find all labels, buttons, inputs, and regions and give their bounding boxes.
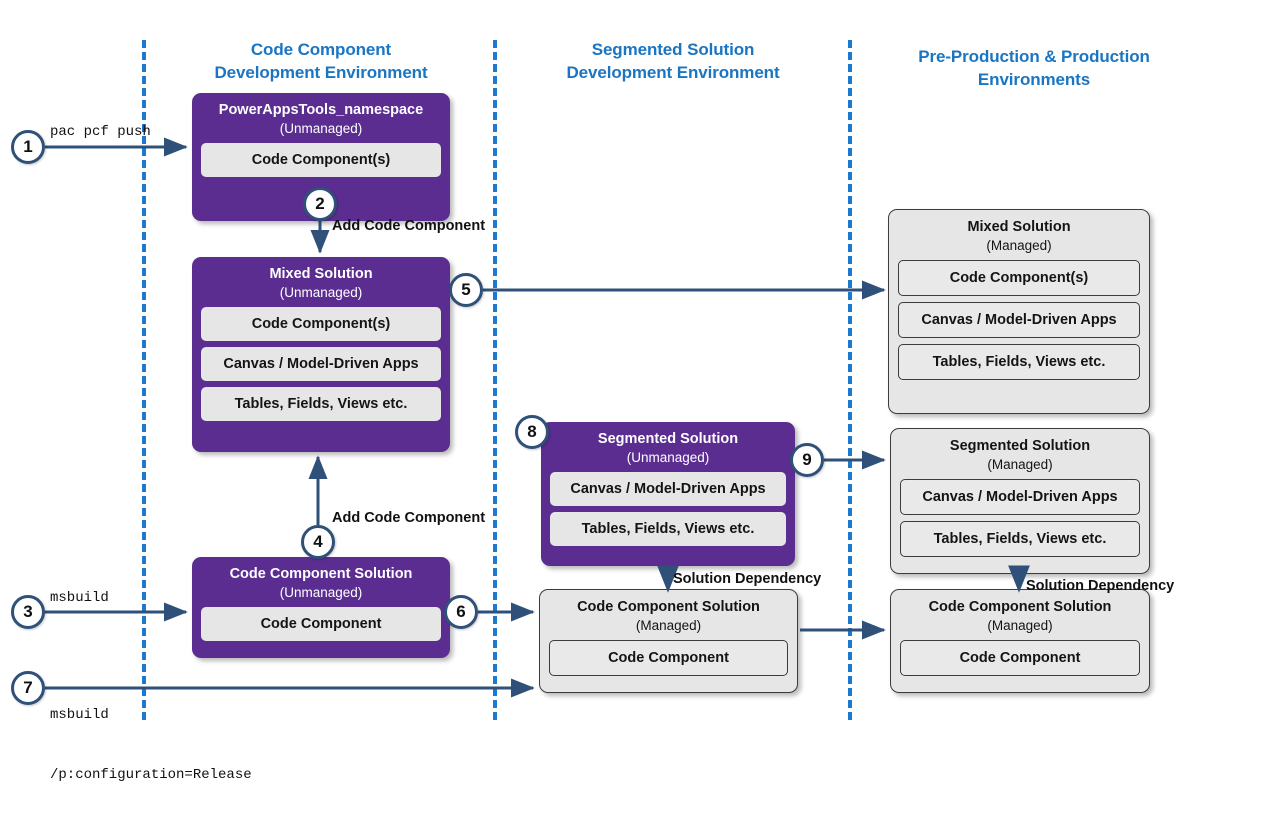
label-add-code-component-bottom: Add Code Component [332,510,486,526]
step-circle-9[interactable]: 9 [790,443,824,477]
box-items: Canvas / Model-Driven Apps Tables, Field… [891,473,1149,566]
box-code-component-solution-unmanaged[interactable]: Code Component Solution (Unmanaged) Code… [192,557,450,658]
box-segmented-solution-unmanaged[interactable]: Segmented Solution (Unmanaged) Canvas / … [541,422,795,566]
box-items: Code Component [891,634,1149,685]
box-item[interactable]: Tables, Fields, Views etc. [550,511,786,546]
step-circle-7[interactable]: 7 [11,671,45,705]
box-items: Code Component(s) [192,137,450,186]
box-subtitle-text: (Managed) [987,617,1053,633]
step-circle-6[interactable]: 6 [444,595,478,629]
box-items: Code Component [192,601,450,650]
box-title: PowerAppsTools_namespace (Unmanaged) [192,93,450,137]
box-title-text: Code Component Solution [229,566,413,582]
box-item[interactable]: Code Component(s) [898,259,1140,296]
box-subtitle-text: (Managed) [986,237,1052,253]
step-circle-4[interactable]: 4 [301,525,335,559]
connector-layer [45,137,1030,698]
box-title: Code Component Solution (Managed) [891,590,1149,634]
lane-header-code-component: Code Component Development Environment [180,38,462,85]
step-circle-3[interactable]: 3 [11,595,45,629]
box-title-text: PowerAppsTools_namespace [218,102,424,118]
box-subtitle-text: (Unmanaged) [279,584,363,600]
lane-divider-1 [142,40,146,720]
lane-header-line1: Segmented Solution [591,40,755,59]
box-item[interactable]: Canvas / Model-Driven Apps [550,471,786,506]
box-title: Segmented Solution (Managed) [891,429,1149,473]
box-title-text: Code Component Solution [928,599,1112,615]
box-items: Code Component(s) Canvas / Model-Driven … [192,301,450,430]
box-item[interactable]: Canvas / Model-Driven Apps [898,301,1140,338]
box-code-component-solution-managed-mid[interactable]: Code Component Solution (Managed) Code C… [539,589,798,693]
box-subtitle-text: (Unmanaged) [279,120,363,136]
box-subtitle-text: (Unmanaged) [279,284,363,300]
box-items: Canvas / Model-Driven Apps Tables, Field… [541,466,795,555]
box-item[interactable]: Canvas / Model-Driven Apps [201,346,441,381]
box-subtitle-text: (Managed) [635,617,702,633]
label-add-code-component-top: Add Code Component [332,218,486,234]
box-segmented-solution-managed[interactable]: Segmented Solution (Managed) Canvas / Mo… [890,428,1150,574]
box-item[interactable]: Canvas / Model-Driven Apps [900,478,1140,515]
lane-header-line2: Development Environment [214,63,428,83]
lane-header-line2: Development Environment [566,63,780,83]
lane-header-production: Pre-Production & Production Environments [866,45,1202,92]
command-msbuild: msbuild [50,590,109,606]
box-title: Code Component Solution (Managed) [540,590,797,634]
box-title: Segmented Solution (Unmanaged) [541,422,795,466]
box-subtitle-text: (Unmanaged) [626,449,710,465]
box-item[interactable]: Code Component [900,639,1140,676]
step-circle-5[interactable]: 5 [449,273,483,307]
box-item[interactable]: Tables, Fields, Views etc. [900,520,1140,557]
diagram-canvas: Code Component Development Environment S… [11,38,1202,783]
command-msbuild-release-line2: /p:configuration=Release [50,767,252,784]
box-item[interactable]: Code Component(s) [201,306,441,341]
box-subtitle-text: (Managed) [987,456,1053,472]
lane-divider-3 [848,40,852,720]
box-title: Code Component Solution (Unmanaged) [192,557,450,601]
box-title: Mixed Solution (Unmanaged) [192,257,450,301]
box-mixed-solution-managed[interactable]: Mixed Solution (Managed) Code Component(… [888,209,1150,414]
box-item[interactable]: Code Component [201,606,441,641]
lane-header-line1: Code Component [250,40,392,59]
lane-header-segmented: Segmented Solution Development Environme… [530,38,816,85]
command-msbuild-release-line1: msbuild [50,706,109,723]
box-title-text: Segmented Solution [949,438,1091,454]
box-item[interactable]: Code Component [549,639,788,676]
box-items: Code Component(s) Canvas / Model-Driven … [889,254,1149,389]
box-item[interactable]: Tables, Fields, Views etc. [898,343,1140,380]
step-circle-8[interactable]: 8 [515,415,549,449]
lane-header-line1: Pre-Production & Production [918,47,1150,66]
step-circle-2[interactable]: 2 [303,187,337,221]
box-title-text: Code Component Solution [577,599,760,615]
box-items: Code Component [540,634,797,685]
box-title-text: Mixed Solution [967,219,1071,235]
lane-header-line2: Environments [977,70,1091,90]
label-solution-dependency-right: Solution Dependency [1026,578,1175,594]
label-solution-dependency-mid: Solution Dependency [673,571,822,587]
box-title-text: Mixed Solution [269,266,373,282]
box-code-component-solution-managed-right[interactable]: Code Component Solution (Managed) Code C… [890,589,1150,693]
box-title: Mixed Solution (Managed) [889,210,1149,254]
box-mixed-solution-unmanaged[interactable]: Mixed Solution (Unmanaged) Code Componen… [192,257,450,452]
box-title-text: Segmented Solution [597,431,739,447]
step-circle-1[interactable]: 1 [11,130,45,164]
command-pac-pcf-push: pac pcf push [50,124,151,140]
box-item[interactable]: Tables, Fields, Views etc. [201,386,441,421]
command-msbuild-release: msbuild /p:configuration=Release [50,664,252,826]
lane-divider-2 [493,40,497,720]
box-item[interactable]: Code Component(s) [201,142,441,177]
